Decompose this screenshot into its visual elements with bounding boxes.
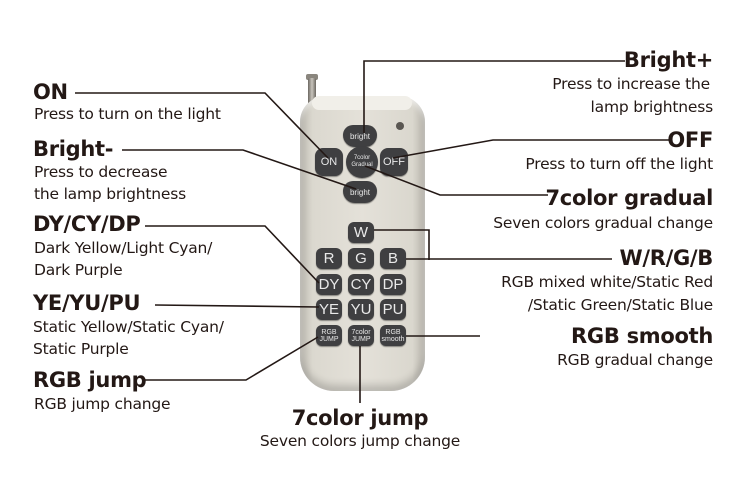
color-gradual-button[interactable]: 7color Gradual (346, 146, 378, 178)
color-gradual-desc: Seven colors gradual change (493, 214, 713, 232)
led-indicator (396, 122, 404, 130)
ye-yu-pu-title: YE/YU/PU (33, 291, 141, 315)
rgb-jump-button[interactable]: RGB JUMP (316, 325, 342, 346)
b-button[interactable]: B (380, 248, 406, 269)
line-color-gradual (364, 165, 548, 196)
r-button[interactable]: R (316, 248, 342, 269)
on-title: ON (33, 80, 68, 104)
g-button[interactable]: G (348, 248, 374, 269)
ye-yu-pu-desc-1: Static Yellow/Static Cyan/ (33, 318, 224, 336)
color-jump-desc: Seven colors jump change (259, 432, 461, 450)
pu-button[interactable]: PU (380, 299, 406, 320)
dy-button[interactable]: DY (316, 274, 342, 295)
bright-up-button[interactable]: bright (343, 125, 377, 147)
cy-button[interactable]: CY (348, 274, 374, 295)
remote-top-highlight (312, 96, 412, 110)
antenna-cap (306, 74, 318, 80)
bright-minus-desc-2: the lamp brightness (34, 185, 187, 203)
w-button[interactable]: W (348, 222, 374, 243)
dy-cy-dp-title: DY/CY/DP (33, 212, 141, 236)
bright-plus-desc-2: lamp brightness (590, 98, 714, 116)
line-dy-cy-dp (145, 225, 320, 284)
on-desc: Press to turn on the light (34, 105, 221, 123)
bright-plus-desc-1: Press to increase the (552, 75, 710, 93)
line-bright-plus (363, 60, 625, 133)
wrgb-title: W/R/G/B (619, 246, 714, 270)
color-gradual-title: 7color gradual (545, 186, 714, 210)
rgb-smooth-desc: RGB gradual change (557, 351, 713, 369)
off-button[interactable]: OFF (380, 148, 408, 176)
wrgb-desc-2: /Static Green/Static Blue (527, 296, 713, 314)
off-title: OFF (667, 128, 713, 152)
ye-button[interactable]: YE (316, 299, 342, 320)
line-wrgb-w (374, 229, 430, 260)
on-button[interactable]: ON (315, 148, 343, 176)
color-jump-button[interactable]: 7color JUMP (348, 325, 374, 346)
ye-yu-pu-desc-2: Static Purple (33, 340, 129, 358)
off-desc: Press to turn off the light (525, 155, 713, 173)
bright-minus-title: Bright- (33, 137, 114, 161)
bright-down-button[interactable]: bright (343, 181, 377, 203)
line-rgb-jump (145, 336, 319, 381)
rgb-jump-desc: RGB jump change (34, 395, 171, 413)
dy-cy-dp-desc-1: Dark Yellow/Light Cyan/ (34, 239, 213, 257)
line-off (392, 139, 670, 159)
dy-cy-dp-desc-2: Dark Purple (34, 261, 123, 279)
rgb-smooth-title: RGB smooth (571, 324, 713, 348)
yu-button[interactable]: YU (348, 299, 374, 320)
wrgb-desc-1: RGB mixed white/Static Red (501, 273, 713, 291)
rgb-jump-title: RGB jump (33, 368, 147, 392)
line-bright-minus (122, 149, 357, 190)
dp-button[interactable]: DP (380, 274, 406, 295)
line-ye-yu-pu (154, 304, 320, 308)
color-jump-title: 7color jump (291, 406, 429, 430)
rgb-smooth-button[interactable]: RGB smooth (380, 325, 406, 346)
bright-minus-desc-1: Press to decrease (34, 163, 168, 181)
bright-plus-title: Bright+ (623, 48, 713, 72)
antenna (308, 78, 316, 104)
line-on (75, 92, 329, 159)
